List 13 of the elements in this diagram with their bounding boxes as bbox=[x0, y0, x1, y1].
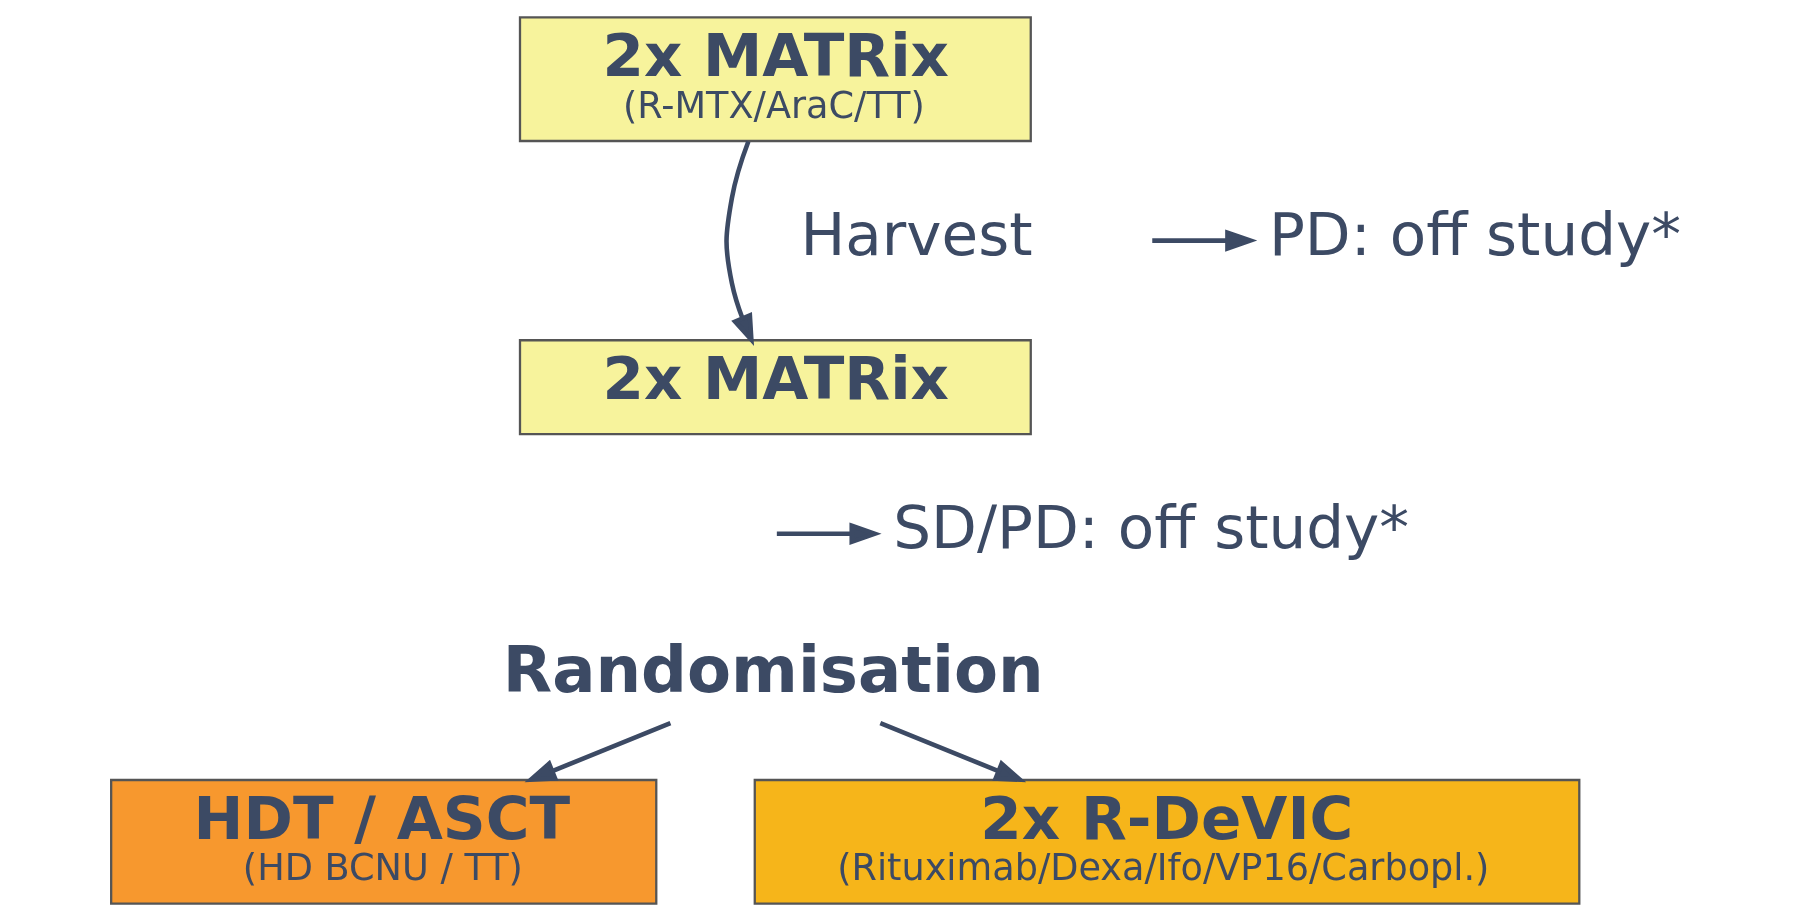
arrow bbox=[878, 720, 1026, 783]
node-text: PD: off study* bbox=[1268, 200, 1681, 270]
node-text: Randomisation bbox=[502, 631, 1044, 707]
arrow bbox=[1151, 229, 1257, 252]
node-box: 2x R-DeVIC (Rituximab/Dexa/Ifo/VP16/Carbopl.) bbox=[753, 778, 1580, 905]
arrow bbox=[776, 522, 882, 546]
node-box: HDT / ASCT (HD BCNU / TT) bbox=[109, 778, 657, 905]
node-text: SD/PD: off study* bbox=[892, 493, 1409, 563]
label: Harvest bbox=[800, 200, 1033, 270]
node-box: 2x MATRix (R-MTX/AraC/TT) bbox=[518, 16, 1032, 143]
arrow bbox=[524, 720, 671, 783]
arrow bbox=[723, 140, 754, 346]
node-box: 2x MATRix bbox=[518, 339, 1032, 436]
